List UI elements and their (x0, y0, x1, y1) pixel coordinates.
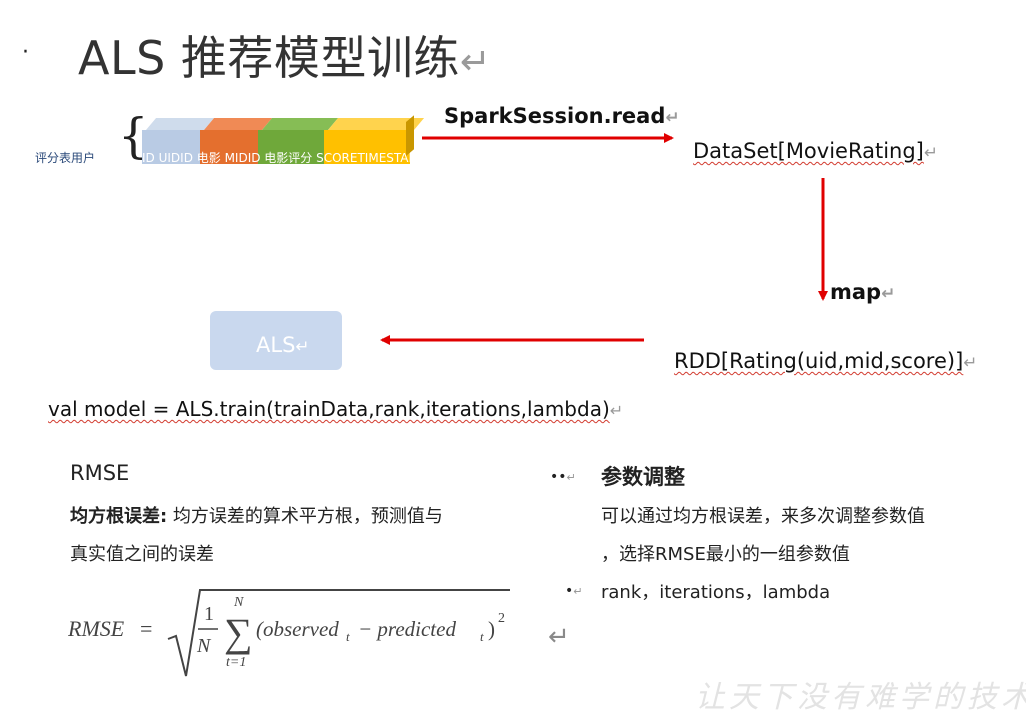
title-bullet: · (22, 40, 29, 65)
formula-predicted: − predicted (358, 617, 456, 641)
formula-sub-observed: t (346, 629, 350, 644)
dataset-node-text: DataSet[MovieRating] (693, 139, 924, 163)
return-mark: ↵ (923, 142, 938, 162)
rmse-definition-bold: 均方根误差: (70, 506, 168, 527)
formula-sum-bottom: t=1 (226, 655, 246, 670)
formula-observed: (observed (256, 617, 339, 641)
rating-table-fields: ID UIDID 电影 MIDID 电影评分 SCORETIMESTAMP (142, 151, 414, 165)
slide-title-text: ALS 推荐模型训练 (78, 31, 460, 85)
tuning-line2: ，选择RMSE最小的一组参数值 (601, 544, 850, 565)
read-label-text: SparkSession.read (444, 104, 666, 128)
block-timestamp (324, 130, 410, 164)
train-code-line: val model = ALS.train(trainData,rank,ite… (48, 397, 623, 421)
formula-one: 1 (204, 603, 214, 625)
als-node-text: ALS (256, 333, 296, 357)
map-label-text: map (830, 280, 882, 304)
als-box (210, 311, 342, 370)
formula-square: 2 (498, 611, 505, 626)
rmse-definition-line2: 真实值之间的误差 (70, 544, 214, 565)
tuning-line1: 可以通过均方根误差，来多次调整参数值 (601, 506, 925, 527)
formula-lhs: RMSE (68, 616, 125, 641)
return-mark: ↵ (963, 352, 978, 372)
formula-n: N (196, 635, 212, 657)
params-bullet-text: • (565, 583, 574, 599)
return-mark: ↵ (573, 585, 583, 598)
block-user (142, 130, 200, 164)
rmse-formula: RMSE = 1 N N ∑ t=1 (observed t − predict… (68, 589, 510, 677)
return-mark: ↵ (665, 107, 680, 127)
als-node: ALS↵ (256, 333, 309, 357)
svg-text:=: = (140, 616, 152, 641)
params-bullet: •↵ (565, 583, 583, 599)
return-mark: ↵ (609, 401, 624, 420)
watermark: 让天下没有难学的技术 (695, 680, 1026, 715)
rdd-node-text: RDD[Rating(uid,mid,score)] (674, 349, 964, 373)
map-label: map↵ (830, 280, 895, 304)
block-movie (200, 130, 258, 164)
rdd-node: RDD[Rating(uid,mid,score)]↵ (674, 349, 977, 373)
rmse-definition-line1: 均方根误差: 均方误差的算术平方根，预测值与 (70, 502, 443, 528)
rmse-definition-rest: 均方误差的算术平方根，预测值与 (167, 506, 443, 527)
svg-text:∑: ∑ (224, 610, 253, 655)
return-mark: ↵ (459, 40, 492, 83)
tuning-bullets: ••↵ (550, 469, 576, 485)
slide-title: ALS 推荐模型训练↵ (78, 22, 491, 88)
tuning-bullets-text: •• (550, 469, 567, 485)
formula-sub-predicted: t (480, 629, 484, 644)
dataset-node: DataSet[MovieRating]↵ (693, 139, 938, 163)
read-label: SparkSession.read↵ (444, 104, 679, 128)
tuning-heading: 参数调整 (601, 465, 685, 489)
svg-text:): ) (488, 617, 495, 641)
rating-table-blocks (142, 115, 425, 164)
block-score (258, 130, 324, 164)
return-mark: ↵ (881, 283, 896, 303)
formula-return-mark: ↵ (548, 622, 570, 652)
tuning-params: rank，iterations，lambda (601, 582, 831, 603)
return-mark: ↵ (566, 471, 576, 484)
rmse-heading: RMSE (70, 461, 130, 485)
train-code-text: val model = ALS.train(trainData,rank,ite… (48, 397, 610, 421)
return-mark: ↵ (295, 336, 310, 356)
formula-sum-top: N (233, 595, 244, 610)
rating-table-label: 评分表用户 (35, 151, 96, 165)
